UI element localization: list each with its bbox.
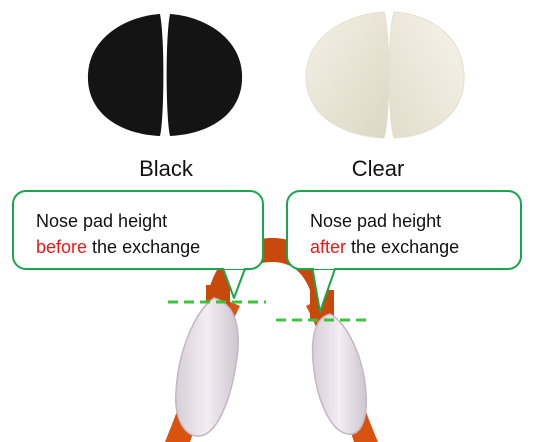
nose-pad-right	[313, 314, 367, 434]
nose-pad-left	[176, 298, 238, 436]
callout-after: Nose pad height after the exchange	[286, 190, 522, 270]
callout-before-line2: before the exchange	[36, 234, 252, 260]
callout-after-highlight: after	[310, 237, 346, 257]
callout-after-line1: Nose pad height	[310, 208, 510, 234]
callout-before-line1: Nose pad height	[36, 208, 252, 234]
callout-before-highlight: before	[36, 237, 87, 257]
pointer-join-before	[224, 266, 244, 269]
pointer-join-after	[314, 266, 334, 269]
callout-after-line2: after the exchange	[310, 234, 510, 260]
callout-after-rest: the exchange	[346, 237, 459, 257]
callout-before-rest: the exchange	[87, 237, 200, 257]
callout-before: Nose pad height before the exchange	[12, 190, 264, 270]
